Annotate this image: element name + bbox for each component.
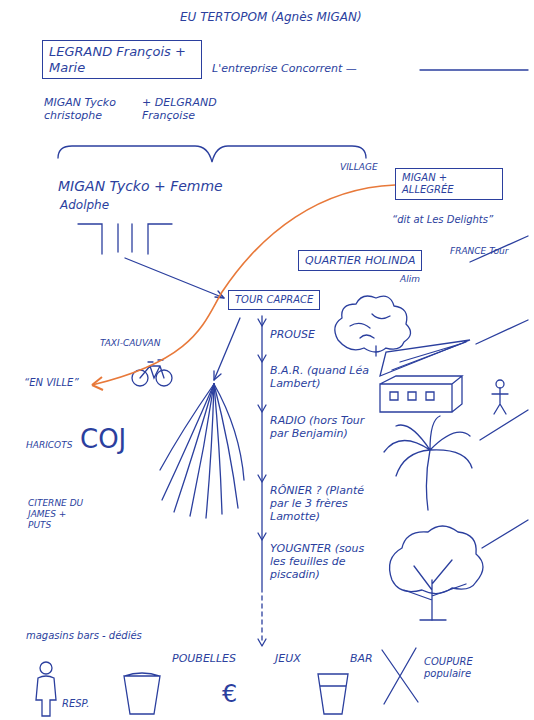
ink-lines <box>258 533 266 540</box>
ink-lines <box>384 416 472 476</box>
ink-lines <box>36 70 528 716</box>
ink-lines <box>261 316 262 592</box>
ink-lines <box>390 392 434 400</box>
place-box: TOUR CAPRACE <box>228 290 320 310</box>
ink-lines <box>258 405 266 412</box>
ink-lines <box>492 388 508 414</box>
nickname-note: “dit at Les Delights” <box>392 214 493 226</box>
list-item: B.A.R. (quand Léa Lambert) <box>270 364 370 390</box>
ink-lines <box>214 384 222 514</box>
ink-lines <box>258 319 266 326</box>
icon-label: BAR <box>350 652 373 665</box>
ink-lines <box>190 384 214 516</box>
ink-lines <box>124 673 160 714</box>
ink-lines <box>261 596 262 640</box>
note-text: magasins bars - dédiés <box>26 630 156 642</box>
water-label: CITERNE DU JAMES + PUTS <box>28 498 90 530</box>
ink-lines <box>258 639 266 646</box>
person-name: MIGAN Tycko christophe <box>44 96 136 122</box>
box-text: MIGAN + ALLEGRÉE <box>402 172 496 196</box>
ink-lines <box>131 224 132 252</box>
sketch-title: EU TERTOPOM (Agnès MIGAN) <box>180 10 362 24</box>
ink-lines <box>480 410 528 440</box>
icon-label: JEUX <box>275 652 301 665</box>
crop-label: HARICOTS <box>26 440 72 451</box>
ink-lines <box>117 224 118 252</box>
box-text: LEGRAND François + Marie <box>49 44 195 75</box>
ink-lines <box>160 384 214 470</box>
quarter-box: QUARTIER HOLINDA <box>298 250 422 271</box>
ink-lines <box>375 346 376 356</box>
ink-lines <box>214 318 240 380</box>
ink-lines <box>162 384 214 500</box>
crop-label: COJ <box>80 424 126 455</box>
orange-arrowhead <box>92 377 103 390</box>
list-item: RADIO (hors Tour par Benjamin) <box>270 414 374 440</box>
ink-lines <box>404 560 466 620</box>
box-text: TOUR CAPRACE <box>235 294 313 306</box>
ink-lines <box>125 258 224 298</box>
ink-lines <box>36 676 56 716</box>
ink-lines <box>214 384 244 480</box>
ink-lines <box>420 619 446 620</box>
ink-lines <box>40 662 52 674</box>
ink-lines <box>420 69 528 70</box>
person-name: + DELGRAND Françoise <box>142 96 254 122</box>
icon-label: COUPURE populaire <box>424 656 514 680</box>
ink-lines <box>214 384 238 508</box>
person-name: Adolphe <box>60 198 109 212</box>
ink-lines <box>258 355 266 362</box>
ink-lines <box>58 146 366 162</box>
ink-lines <box>318 674 348 714</box>
ink-lines <box>148 224 172 254</box>
box-text: QUARTIER HOLINDA <box>305 254 415 267</box>
list-item: PROUSE <box>270 328 315 341</box>
euro-symbol: € <box>222 680 237 709</box>
icon-label: RESP. <box>62 698 89 710</box>
ink-lines <box>380 376 462 412</box>
place-note: Alim <box>400 274 420 285</box>
ink-lines <box>496 380 504 388</box>
list-item: RÔNIER ? (Planté par le 3 frères Lamotte… <box>270 484 374 524</box>
person-name: MIGAN Tycko + Femme <box>58 178 223 195</box>
ink-lines <box>382 648 418 704</box>
place-note: “EN VILLE” <box>24 377 79 389</box>
orange-route <box>92 185 395 385</box>
ink-lines <box>482 520 528 548</box>
note-text: L'entreprise Concorrent — <box>212 62 357 75</box>
place-note: VILLAGE <box>340 162 378 173</box>
ink-lines <box>426 450 430 510</box>
place-note: FRANCE Tour <box>450 246 512 257</box>
ink-lines <box>214 371 221 380</box>
family-box: LEGRAND François + Marie <box>42 40 202 79</box>
ink-lines <box>380 340 470 376</box>
icon-label: POUBELLES <box>172 652 236 665</box>
ink-lines <box>258 475 266 482</box>
ink-lines <box>335 296 411 352</box>
list-item: YOUGNTER (sous les feuilles de piscadin) <box>270 542 374 582</box>
ink-lines <box>392 342 466 370</box>
ink-lines <box>476 320 528 344</box>
transport-label: TAXI-CAUVAN <box>100 338 160 349</box>
ink-lines <box>390 526 483 594</box>
family-box: MIGAN + ALLEGRÉE <box>395 168 503 200</box>
ink-lines <box>350 314 390 338</box>
ink-lines <box>206 384 214 518</box>
ink-lines <box>78 224 102 254</box>
